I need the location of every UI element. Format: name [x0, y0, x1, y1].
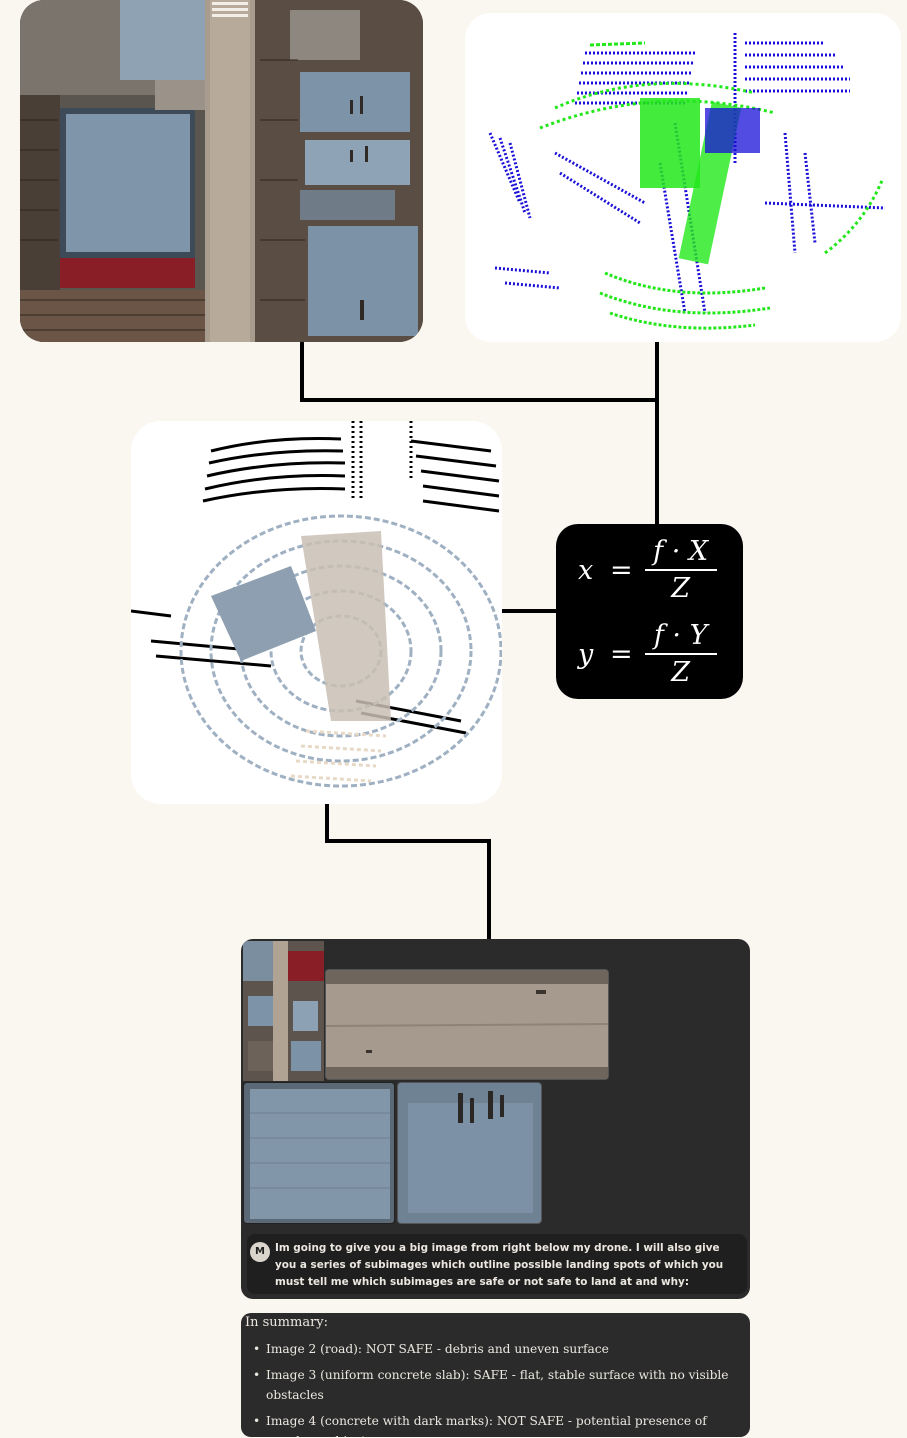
subimage-concrete-dark-marks[interactable] [397, 1082, 542, 1224]
user-prompt-text: Im going to give you a big image from ri… [275, 1242, 724, 1288]
connector-fused-to-chat [325, 804, 491, 939]
user-prompt-message: M Im going to give you a big image from … [247, 1234, 747, 1294]
equation-y: y = f · Y Z [578, 620, 717, 688]
lidar-point-cloud [465, 13, 901, 342]
equation-y-denominator: Z [671, 657, 690, 688]
fused-colored-point-cloud [131, 421, 502, 804]
fraction-bar [644, 653, 717, 655]
aerial-drone-photo [20, 0, 423, 342]
equation-x-sign: = [610, 554, 633, 586]
fraction-bar [644, 569, 717, 571]
equation-x-fraction: f · X Z [644, 536, 717, 604]
equation-x-numerator: f · X [653, 536, 709, 567]
summary-list: Image 2 (road): NOT SAFE - debris and un… [253, 1339, 747, 1437]
summary-response: In summary: Image 2 (road): NOT SAFE - d… [241, 1313, 750, 1437]
equation-x-lhs: x [578, 554, 594, 586]
equation-y-sign: = [610, 638, 633, 670]
connector-aerial-to-junction [300, 342, 657, 402]
equation-y-fraction: f · Y Z [644, 620, 717, 688]
subimage-full-aerial[interactable] [243, 941, 324, 1081]
summary-title: In summary: [245, 1315, 329, 1330]
equation-y-numerator: f · Y [653, 620, 708, 651]
chat-message-panel: M Im going to give you a big image from … [241, 939, 750, 1299]
equation-x-denominator: Z [671, 573, 690, 604]
equation-x: x = f · X Z [578, 536, 717, 604]
summary-item: Image 4 (concrete with dark marks): NOT … [253, 1411, 747, 1437]
equation-y-lhs: y [578, 638, 594, 670]
projection-formula: x = f · X Z y = f · Y Z [556, 524, 743, 699]
subimage-concrete-slab[interactable] [243, 1082, 395, 1224]
summary-item: Image 3 (uniform concrete slab): SAFE - … [253, 1365, 747, 1405]
summary-item: Image 2 (road): NOT SAFE - debris and un… [253, 1339, 747, 1359]
subimage-road[interactable] [325, 969, 609, 1080]
user-avatar: M [250, 1242, 270, 1262]
